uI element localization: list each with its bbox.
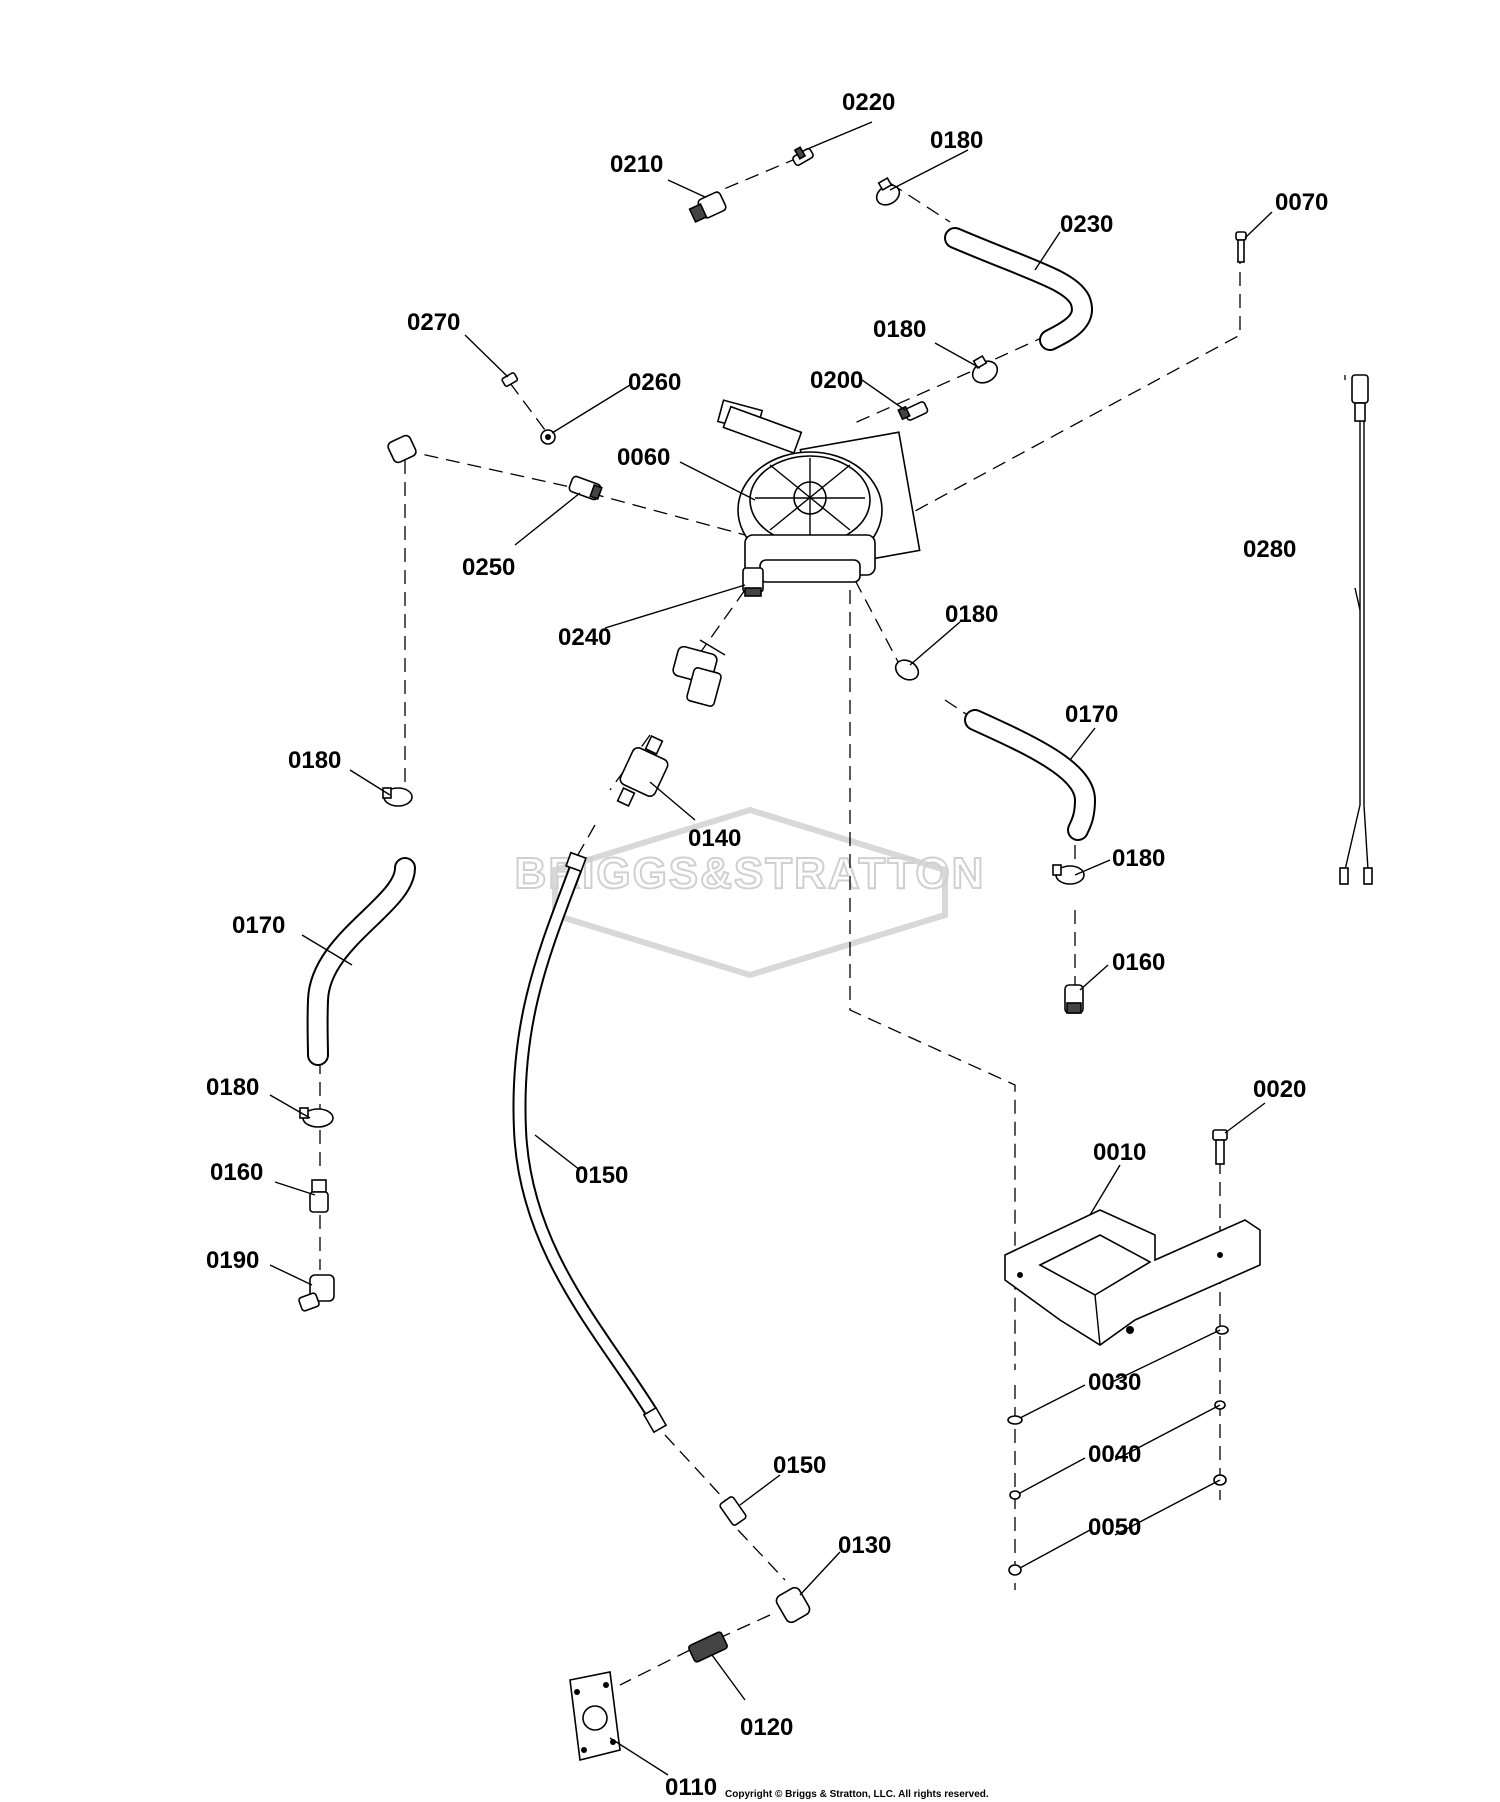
part-0010-bracket — [1004, 1209, 1261, 1346]
callout-0170-left: 0170 — [232, 912, 285, 939]
callout-0260: 0260 — [628, 369, 681, 396]
part-0180-clamp-right-lower — [1052, 864, 1085, 885]
callout-0180-right: 0180 — [1112, 845, 1165, 872]
callout-0180-top: 0180 — [930, 127, 983, 154]
part-0170-hose-right — [964, 709, 1097, 841]
part-0160-fitting-right — [1064, 984, 1084, 1014]
callout-0280: 0280 — [1243, 536, 1296, 563]
callout-0110: 0110 — [665, 1774, 717, 1801]
copyright-notice: Copyright © Briggs & Stratton, LLC. All … — [725, 1789, 989, 1800]
part-0060-regulator — [716, 399, 921, 583]
part-0180-clamp-left-lower — [299, 1107, 334, 1128]
part-0270-clip — [501, 372, 519, 388]
callout-0190: 0190 — [206, 1247, 259, 1274]
callout-0150-hose: 0150 — [575, 1162, 628, 1189]
callout-0170-right: 0170 — [1065, 701, 1118, 728]
part-0140-filter — [616, 735, 669, 807]
callout-0140: 0140 — [688, 825, 741, 852]
part-0260-washer — [540, 429, 556, 445]
callout-0220: 0220 — [842, 89, 895, 116]
part-0150-fitting — [719, 1496, 747, 1526]
part-solenoid — [672, 639, 726, 707]
part-0210-elbow — [688, 191, 727, 223]
callout-0030: 0030 — [1088, 1369, 1141, 1396]
part-0250-fitting — [568, 475, 603, 501]
callout-0040: 0040 — [1088, 1441, 1141, 1468]
part-0130-elbow — [775, 1586, 811, 1624]
brand-watermark: BRIGGS&STRATTON — [514, 806, 986, 979]
part-0220-barb-fitting — [792, 146, 814, 167]
part-0120-nipple — [688, 1631, 728, 1663]
callout-0160-left: 0160 — [210, 1159, 263, 1186]
callout-0070: 0070 — [1275, 189, 1328, 216]
part-0020-bolt — [1212, 1129, 1228, 1165]
callout-0130: 0130 — [838, 1532, 891, 1559]
part-0170-hose-left — [306, 857, 416, 1066]
part-0230-hose — [944, 227, 1093, 351]
callout-0120: 0120 — [740, 1714, 793, 1741]
part-0180-clamp-mid — [971, 354, 999, 384]
callout-0050: 0050 — [1088, 1514, 1141, 1541]
callout-0270: 0270 — [407, 309, 460, 336]
leader-lines — [269, 121, 1361, 1776]
callout-0180-low-left: 0180 — [206, 1074, 259, 1101]
callout-labels: 0220 0210 0180 0230 0070 0270 0260 0180 … — [206, 89, 1328, 1801]
callout-0060: 0060 — [617, 444, 670, 471]
part-0150-hose — [512, 851, 668, 1434]
assembly-lines — [319, 156, 1346, 1686]
callout-0240: 0240 — [558, 624, 611, 651]
callout-0230: 0230 — [1060, 211, 1113, 238]
callout-0210: 0210 — [610, 151, 663, 178]
callout-0020: 0020 — [1253, 1076, 1306, 1103]
watermark-text: BRIGGS&STRATTON — [515, 849, 986, 898]
part-elbow-left — [387, 434, 417, 464]
part-0200-fitting — [897, 401, 929, 421]
part-0180-clamp-right-upper — [894, 659, 920, 681]
callout-0200: 0200 — [810, 367, 863, 394]
callout-0180-c: 0180 — [945, 601, 998, 628]
part-0160-fitting-left — [309, 1179, 329, 1213]
callout-0150-fitting: 0150 — [773, 1452, 826, 1479]
part-0180-clamp-top — [875, 176, 901, 206]
callout-0010: 0010 — [1093, 1139, 1146, 1166]
callout-0180-b: 0180 — [873, 316, 926, 343]
part-washers-right — [1213, 1325, 1229, 1486]
callout-0160-right: 0160 — [1112, 949, 1165, 976]
callout-0250: 0250 — [462, 554, 515, 581]
part-0190-elbow — [298, 1274, 335, 1312]
part-0180-clamp-left-upper — [382, 787, 413, 807]
part-0070-screw — [1235, 231, 1247, 263]
part-0280-harness — [1339, 374, 1373, 885]
part-0110-plate — [569, 1671, 621, 1761]
part-washers-left — [1007, 1415, 1023, 1576]
callout-0180-left: 0180 — [288, 747, 341, 774]
part-0240-fitting — [742, 567, 764, 597]
